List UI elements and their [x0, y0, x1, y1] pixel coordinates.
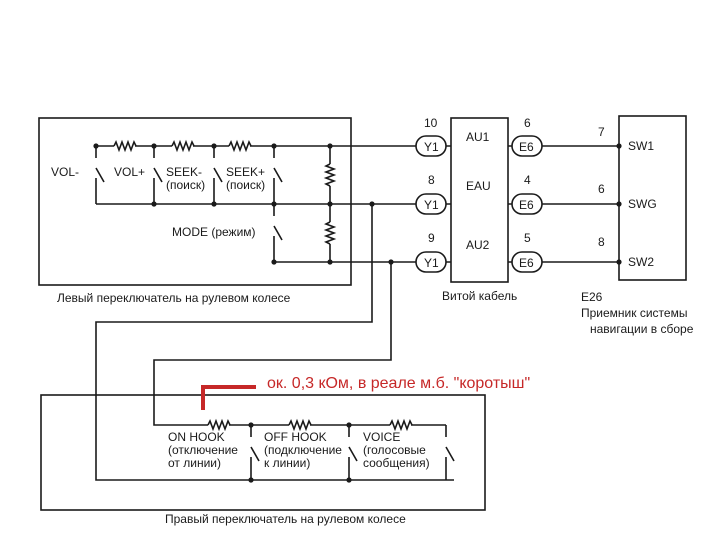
receiver-pin-2: 6: [598, 182, 605, 196]
y1-pin-1: 10: [424, 116, 438, 130]
seek-plus-label: SEEK+: [226, 165, 265, 179]
left-switch-caption: Левый переключатель на рулевом колесе: [57, 291, 291, 305]
off-hook-ru-1: (подключение: [264, 443, 342, 457]
on-hook-label: ON HOOK: [168, 430, 225, 444]
vol-minus-label: VOL-: [51, 165, 79, 179]
au2-label: AU2: [466, 238, 490, 252]
cable-caption: Витой кабель: [442, 289, 517, 303]
e6-connector-1: E6: [519, 140, 534, 154]
off-hook-ru-2: к линии): [264, 456, 310, 470]
connector-e6-group: [511, 135, 543, 273]
voice-ru-2: сообщения): [363, 456, 430, 470]
off-hook-label: OFF HOOK: [264, 430, 327, 444]
wires: [38, 115, 687, 511]
e6-pin-1: 6: [524, 116, 531, 130]
y1-connector-3: Y1: [424, 256, 439, 270]
mode-label: MODE (режим): [172, 225, 256, 239]
vol-plus-label: VOL+: [114, 165, 145, 179]
au2-branch: [153, 262, 392, 426]
receiver-caption-1: Приемник системы: [581, 306, 687, 320]
voice-ru-1: (голосовые: [363, 443, 426, 457]
right-switch-blades: [250, 446, 455, 462]
sw1-terminal: SW1: [628, 139, 654, 153]
y1-connector-1: Y1: [424, 140, 439, 154]
receiver-box: [618, 115, 687, 281]
seek-plus-ru-label: (поиск): [226, 178, 265, 192]
sw2-terminal: SW2: [628, 255, 654, 269]
connector-y1-group: [415, 135, 447, 273]
receiver-pin-1: 7: [598, 125, 605, 139]
annotation-text: ок. 0,3 кОм, в реале м.б. "коротыш": [267, 375, 530, 392]
eau-label: EAU: [466, 179, 491, 193]
on-hook-ru-2: от линии): [168, 456, 221, 470]
y1-pin-2: 8: [428, 173, 435, 187]
receiver-pin-3: 8: [598, 235, 605, 249]
swg-terminal: SWG: [628, 197, 657, 211]
e6-pin-3: 5: [524, 231, 531, 245]
right-switch-box: [40, 394, 486, 511]
junction-dots: [93, 143, 622, 483]
e6-connector-2: E6: [519, 198, 534, 212]
left-switch-blades: [95, 167, 283, 241]
spiral-cable-box: [450, 117, 509, 283]
au1-label: AU1: [466, 130, 490, 144]
eau-branch: [95, 204, 454, 481]
e6-connector-3: E6: [519, 256, 534, 270]
seek-minus-label: SEEK-: [166, 165, 202, 179]
seek-minus-ru-label: (поиск): [166, 178, 205, 192]
y1-connector-2: Y1: [424, 198, 439, 212]
on-hook-ru-1: (отключение: [168, 443, 238, 457]
voice-label: VOICE: [363, 430, 400, 444]
right-resistors: [207, 418, 413, 432]
receiver-caption-2: навигации в сборе: [590, 322, 694, 336]
receiver-code: E26: [581, 290, 603, 304]
right-switch-verticals: [250, 425, 447, 480]
y1-pin-3: 9: [428, 231, 435, 245]
e6-pin-2: 4: [524, 173, 531, 187]
left-resistors: [113, 139, 337, 245]
right-switch-caption: Правый переключатель на рулевом колесе: [165, 512, 406, 526]
left-switch-verticals: [95, 146, 275, 262]
annotation-marker: [201, 385, 256, 410]
left-switch-box: [38, 117, 352, 286]
